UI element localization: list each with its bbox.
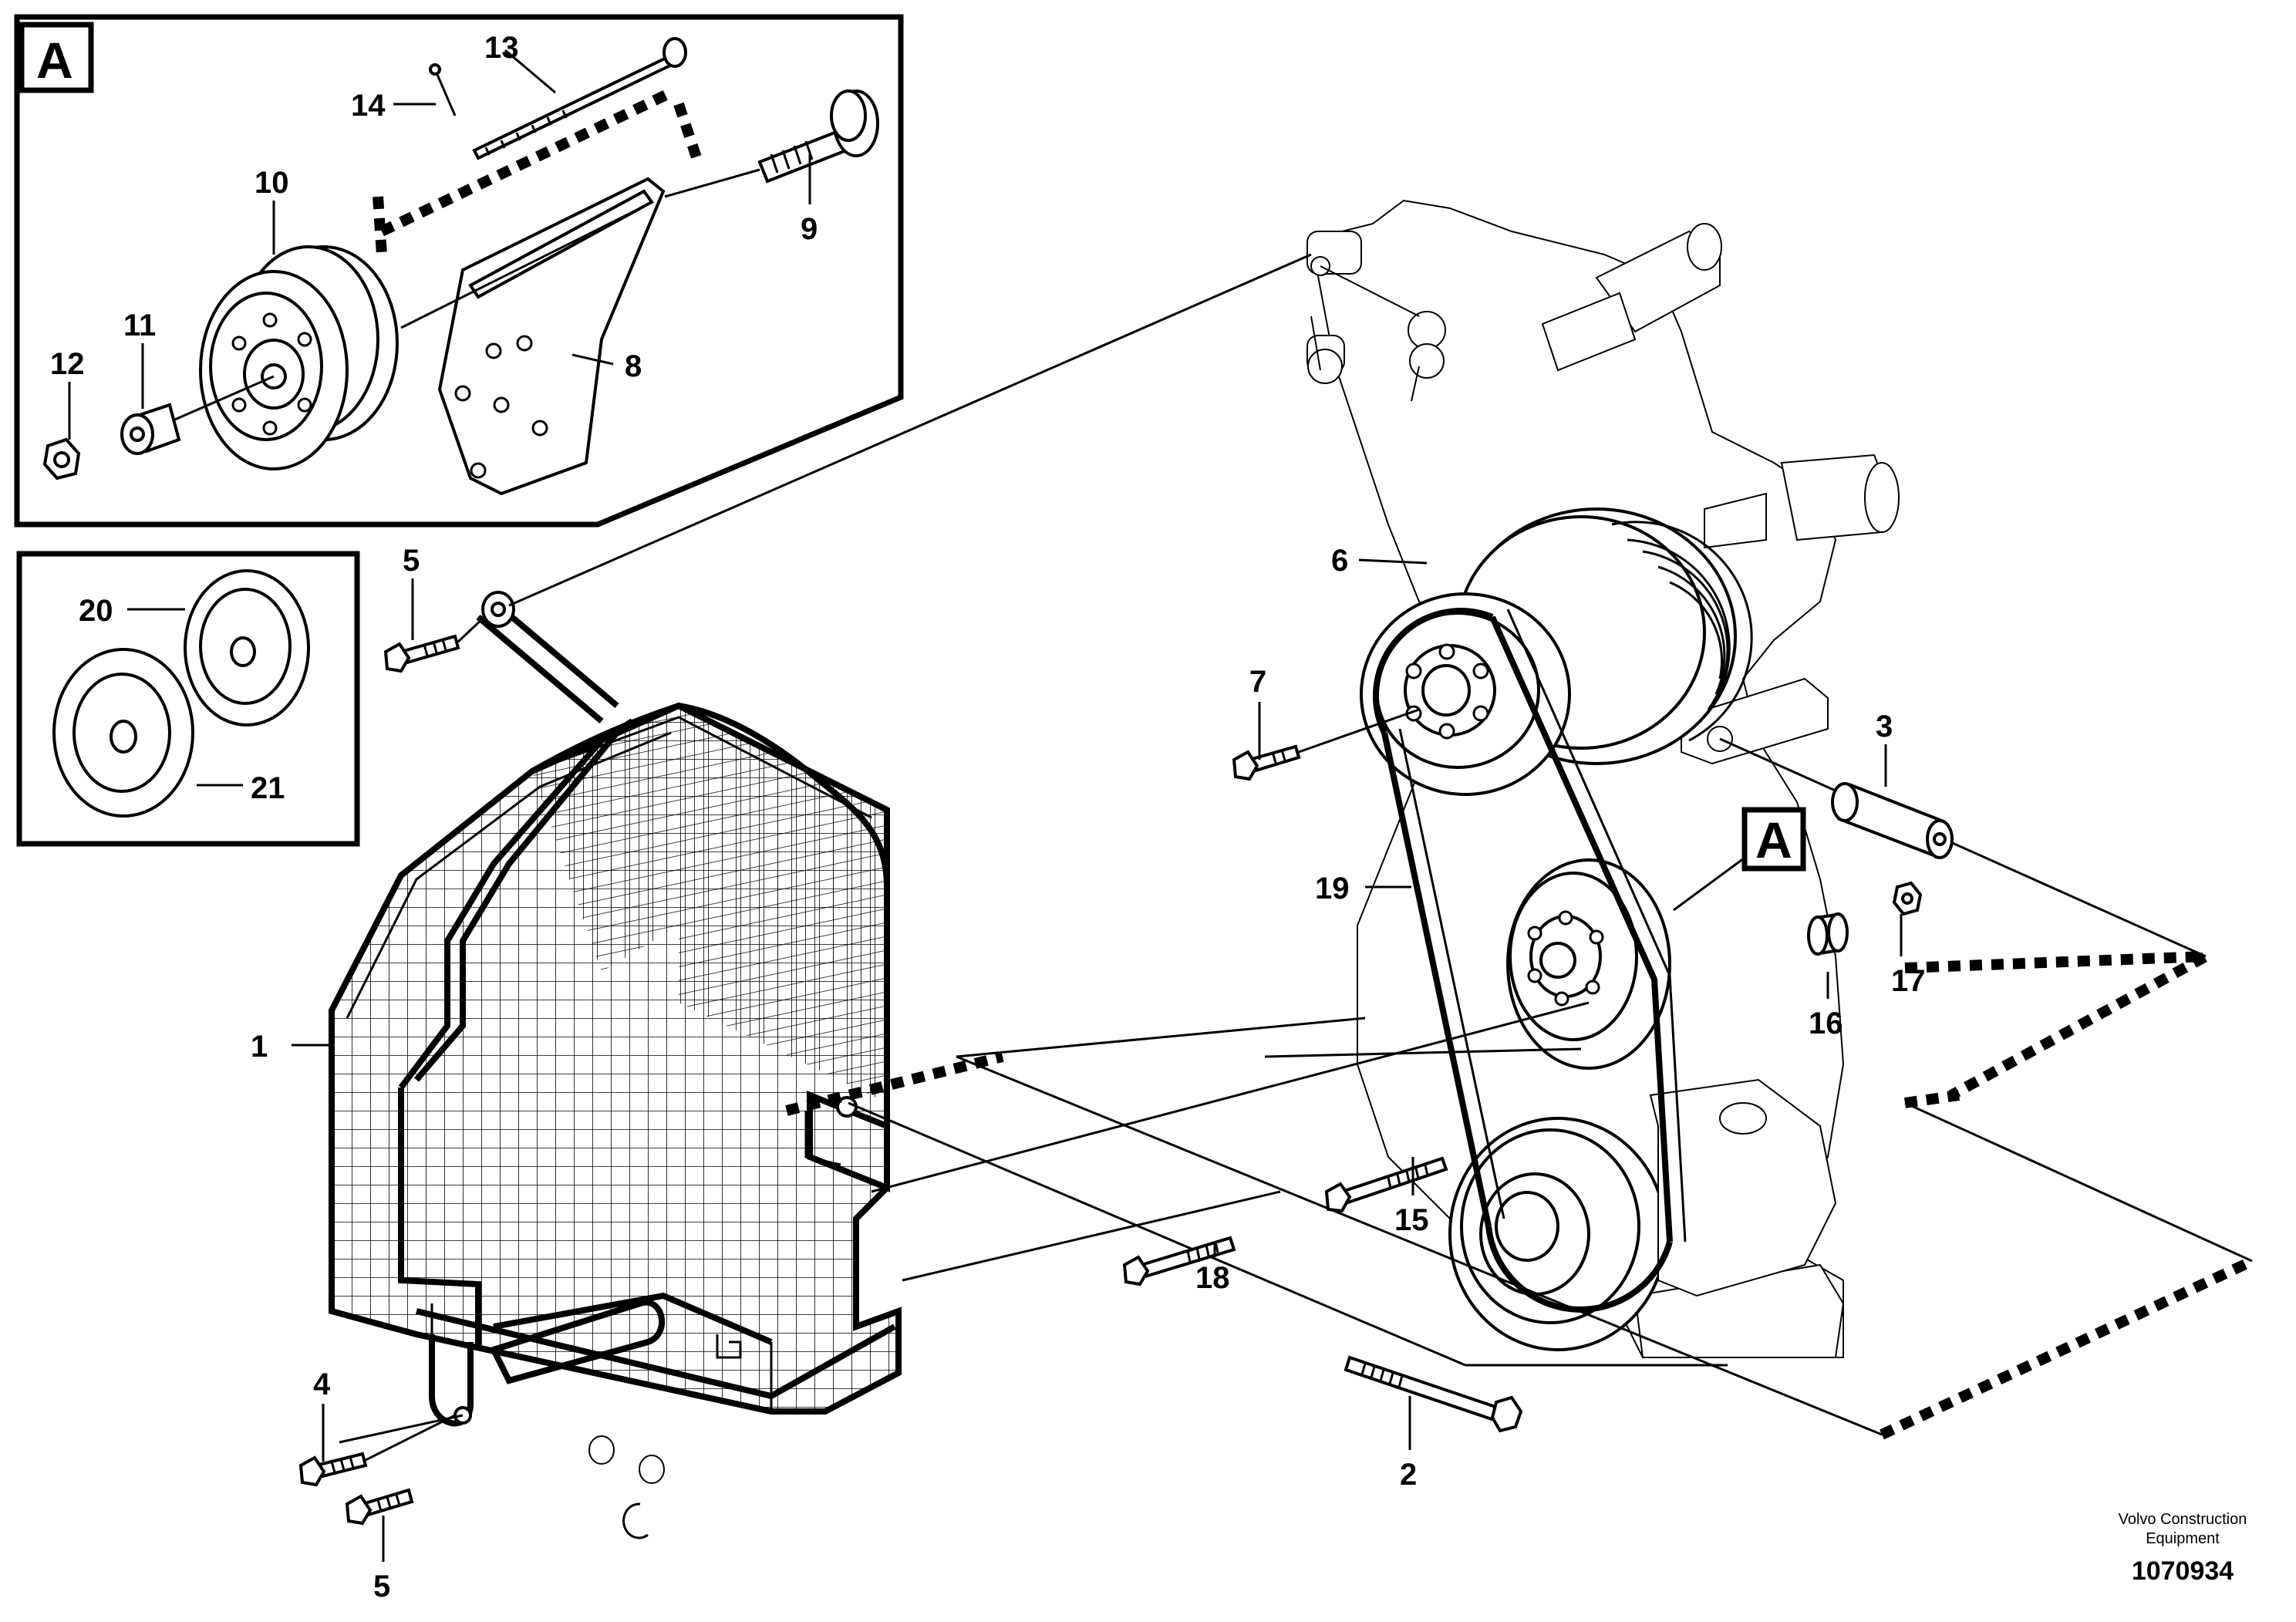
- company-credit: Volvo Construction Equipment: [2118, 1511, 2247, 1547]
- callout-10: 10: [255, 166, 289, 200]
- detail-marker-a: [1673, 807, 1806, 912]
- callout-19: 19: [1315, 872, 1350, 905]
- engine-timing-cover: [1306, 199, 1900, 1358]
- callout-16: 16: [1809, 1007, 1843, 1040]
- bolt-part-18: [1122, 1236, 1236, 1286]
- callout-3: 3: [1876, 710, 1893, 744]
- sleeve-part-16: [1807, 912, 1849, 956]
- callout-5-bottom: 5: [373, 1570, 390, 1603]
- callout-9: 9: [801, 212, 818, 246]
- assembly-lines: [339, 253, 2254, 1444]
- bolt-part-5-top: [383, 615, 486, 673]
- callout-11: 11: [123, 309, 156, 342]
- bolt-part-5-bottom: [345, 1488, 414, 1526]
- callout-17: 17: [1891, 964, 1926, 998]
- washer-detail-view: [16, 551, 360, 847]
- tensioner-pulley: [1506, 858, 1671, 1070]
- detail-a-marker-label: A: [1755, 811, 1792, 868]
- callout-18: 18: [1195, 1261, 1230, 1295]
- bolt-part-15: [1324, 1156, 1448, 1213]
- belt-guard: [329, 591, 902, 1539]
- callout-labels: A A 1 2 3 4 5 5 6 7 8 9 10 11 12 13 14 1…: [36, 31, 1926, 1603]
- detail-view-a: [14, 14, 904, 528]
- bolt-part-4: [298, 1414, 456, 1487]
- callout-14: 14: [351, 89, 386, 123]
- drawing-number: 1070934: [2131, 1556, 2234, 1586]
- bolt-part-2: [1344, 1355, 1523, 1433]
- callout-8: 8: [625, 349, 642, 383]
- crankshaft-pulley: [1448, 1117, 1667, 1351]
- callout-5-top: 5: [403, 544, 420, 578]
- nut-part-17: [1892, 881, 1923, 916]
- callout-4: 4: [313, 1367, 331, 1401]
- detail-a-box-label: A: [36, 32, 73, 89]
- callout-20: 20: [79, 594, 113, 628]
- spacer-part-3: [1831, 782, 1954, 859]
- callout-21: 21: [251, 771, 285, 805]
- callout-1: 1: [251, 1030, 268, 1064]
- callout-13: 13: [484, 31, 519, 65]
- callout-12: 12: [50, 347, 85, 381]
- callout-leaders: [68, 49, 1903, 1562]
- callout-6: 6: [1331, 544, 1348, 578]
- callout-7: 7: [1249, 665, 1266, 699]
- callout-15: 15: [1394, 1203, 1429, 1237]
- bolt-part-7: [1232, 708, 1420, 781]
- callout-2: 2: [1400, 1458, 1417, 1492]
- water-pump-housing: [1649, 1078, 1837, 1297]
